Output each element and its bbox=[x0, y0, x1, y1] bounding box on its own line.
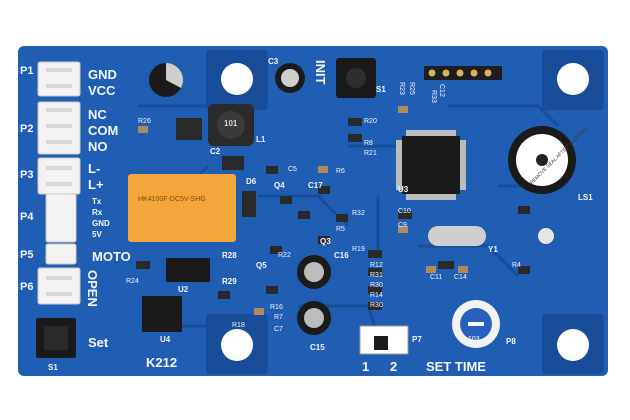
mounting-hole bbox=[557, 63, 589, 95]
mounting-holes bbox=[206, 50, 604, 374]
label-r5: R5 bbox=[336, 226, 345, 233]
pot-text: 103 bbox=[468, 336, 480, 343]
label-p4: P4 bbox=[20, 211, 34, 223]
pin-moto: MOTO bbox=[92, 249, 131, 264]
label-c9: C9 bbox=[398, 222, 407, 229]
terminal-p1 bbox=[37, 61, 81, 97]
crystal-y1 bbox=[428, 226, 486, 246]
pin-no: NO bbox=[88, 139, 108, 154]
label-s2: S1 bbox=[48, 363, 58, 372]
pin-vcc: VCC bbox=[88, 83, 116, 98]
label-r29: R29 bbox=[222, 277, 237, 286]
label-p1: P1 bbox=[20, 65, 34, 77]
label-c10: C10 bbox=[398, 208, 411, 215]
label-r8: R8 bbox=[364, 140, 373, 147]
pin-gnd: GND bbox=[88, 67, 117, 82]
label-q4: Q4 bbox=[274, 181, 285, 190]
label-d6: D6 bbox=[246, 177, 257, 186]
label-p6: P6 bbox=[20, 281, 34, 293]
label-q3: Q3 bbox=[320, 237, 331, 246]
label-r23: R23 bbox=[398, 82, 405, 95]
label-r18: R18 bbox=[232, 322, 245, 329]
label-c5: C5 bbox=[288, 166, 297, 173]
label-l1: L1 bbox=[256, 135, 266, 144]
terminal-p4 bbox=[45, 193, 77, 243]
label-r6: R6 bbox=[336, 168, 345, 175]
label-c15: C15 bbox=[310, 343, 325, 352]
label-r4: R4 bbox=[512, 262, 521, 269]
label-r7: R7 bbox=[274, 314, 283, 321]
label-p5: P5 bbox=[20, 249, 34, 261]
label-r30-b: R30 bbox=[370, 302, 383, 309]
mounting-hole bbox=[557, 329, 589, 361]
label-r32: R32 bbox=[352, 210, 365, 217]
mcu-u3 bbox=[402, 136, 460, 194]
label-u2: U2 bbox=[178, 285, 189, 294]
label-c7: C7 bbox=[274, 326, 283, 333]
label-p7: P7 bbox=[412, 335, 422, 344]
smd-caps bbox=[138, 106, 468, 315]
label-r20: R20 bbox=[364, 118, 377, 125]
relay bbox=[128, 174, 236, 242]
label-c3: C3 bbox=[268, 57, 279, 66]
pin-rx: Rx bbox=[92, 208, 103, 217]
label-r25: R25 bbox=[408, 82, 415, 95]
label-c14: C14 bbox=[454, 274, 467, 281]
label-p8: P8 bbox=[506, 337, 516, 346]
inductor-marking: 101 bbox=[224, 119, 238, 128]
label-s1: S1 bbox=[376, 85, 386, 94]
label-y1: Y1 bbox=[488, 245, 498, 254]
label-r33: R33 bbox=[430, 90, 437, 103]
led bbox=[538, 228, 554, 244]
terminal-p5 bbox=[45, 243, 77, 265]
pin-5v: 5V bbox=[92, 230, 102, 239]
label-set-time: SET TIME bbox=[426, 359, 486, 374]
label-r30: R30 bbox=[370, 282, 383, 289]
label-c11: C11 bbox=[430, 274, 443, 281]
terminal-p3 bbox=[37, 157, 81, 195]
pin-l-minus: L- bbox=[88, 161, 101, 176]
label-r28: R28 bbox=[222, 251, 237, 260]
smd-parts bbox=[136, 118, 530, 310]
label-r16: R16 bbox=[270, 304, 283, 311]
label-r24: R24 bbox=[126, 278, 139, 285]
label-r22: R22 bbox=[278, 252, 291, 259]
label-p2: P2 bbox=[20, 123, 34, 135]
pcb-board: P1 GND VCC P2 NC COM NO P3 L- L+ P4 Tx R… bbox=[18, 46, 608, 376]
mounting-hole bbox=[221, 329, 253, 361]
switch-label-1: 1 bbox=[362, 359, 370, 374]
label-set: Set bbox=[88, 335, 109, 350]
ic-u4 bbox=[142, 296, 182, 332]
label-r31: R31 bbox=[370, 272, 383, 279]
label-c12: C12 bbox=[438, 84, 445, 97]
label-c16: C16 bbox=[334, 251, 349, 260]
label-r14: R14 bbox=[370, 292, 383, 299]
switch-label-2: 2 bbox=[390, 359, 398, 374]
terminal-p6 bbox=[37, 267, 81, 305]
pin-l-plus: L+ bbox=[88, 177, 104, 192]
pin-tx: Tx bbox=[92, 197, 102, 206]
label-u4: U4 bbox=[160, 335, 171, 344]
label-p3: P3 bbox=[20, 169, 34, 181]
label-r21: R21 bbox=[364, 150, 377, 157]
pcb-substrate bbox=[18, 46, 608, 376]
pin-nc: NC bbox=[88, 107, 107, 122]
label-r12: R12 bbox=[370, 262, 383, 269]
label-c2: C2 bbox=[210, 147, 221, 156]
relay-marking: HK4100F-DC5V-SHG bbox=[138, 196, 206, 203]
label-r26: R26 bbox=[138, 118, 151, 125]
label-ls1: LS1 bbox=[578, 193, 593, 202]
label-u3: U3 bbox=[398, 185, 409, 194]
pin-com: COM bbox=[88, 123, 119, 138]
label-c17: C17 bbox=[308, 181, 323, 190]
mounting-hole bbox=[221, 63, 253, 95]
pin-gnd-2: GND bbox=[92, 219, 110, 228]
ic-u2 bbox=[166, 258, 210, 282]
pin-open: OPEN bbox=[85, 270, 100, 307]
pin-header bbox=[424, 66, 502, 80]
label-r19: R19 bbox=[352, 246, 365, 253]
board-model: K212 bbox=[146, 355, 178, 370]
label-q5: Q5 bbox=[256, 261, 267, 270]
label-init: INIT bbox=[313, 60, 328, 85]
